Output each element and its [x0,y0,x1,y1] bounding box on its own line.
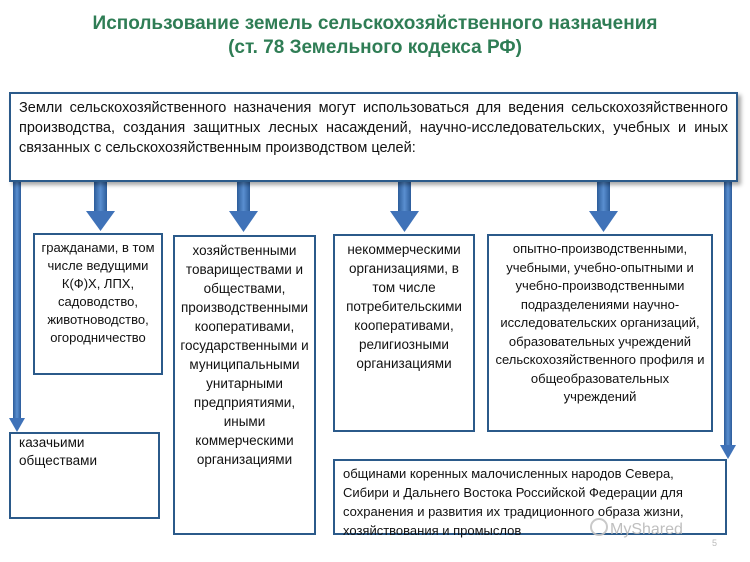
box-commercial: хозяйственными товариществами и общества… [173,235,316,535]
arrow-to-cossack [9,182,25,432]
cossack-text: казачьими обществами [19,435,97,468]
noncommercial-text: некоммерческими организациями, в том чис… [346,242,462,371]
main-statement-text: Земли сельскохозяйственного назначения м… [19,100,728,156]
arrow-to-commercial [229,182,258,232]
box-research: опытно-производственными, учебными, учеб… [487,234,713,432]
title-line-1: Использование земель сельскохозяйственно… [92,13,658,34]
arrow-to-indigenous [720,182,736,459]
main-statement-box: Земли сельскохозяйственного назначения м… [9,92,738,182]
commercial-text: хозяйственными товариществами и общества… [180,243,309,467]
watermark-logo-icon [590,518,608,536]
box-indigenous: общинами коренных малочисленных народов … [333,459,727,538]
arrow-to-citizens [86,182,115,231]
box-citizens: гражданами, в том числе ведущими К(Ф)Х, … [33,233,163,375]
box-noncommercial: некоммерческими организациями, в том чис… [333,234,475,432]
box-cossack: казачьими обществами [9,432,160,519]
page-title: Использование земель сельскохозяйственно… [0,12,750,60]
research-text: опытно-производственными, учебными, учеб… [495,241,705,404]
arrow-to-noncommercial [390,182,419,232]
watermark-text: MyShared [610,521,683,538]
watermark: MyShared [590,518,683,539]
arrow-to-research [589,182,618,232]
slide-number: 5 [712,538,718,548]
citizens-text: гражданами, в том числе ведущими К(Ф)Х, … [41,240,155,345]
title-line-2: (ст. 78 Земельного кодекса РФ) [228,37,522,58]
indigenous-text: общинами коренных малочисленных народов … [343,466,684,538]
